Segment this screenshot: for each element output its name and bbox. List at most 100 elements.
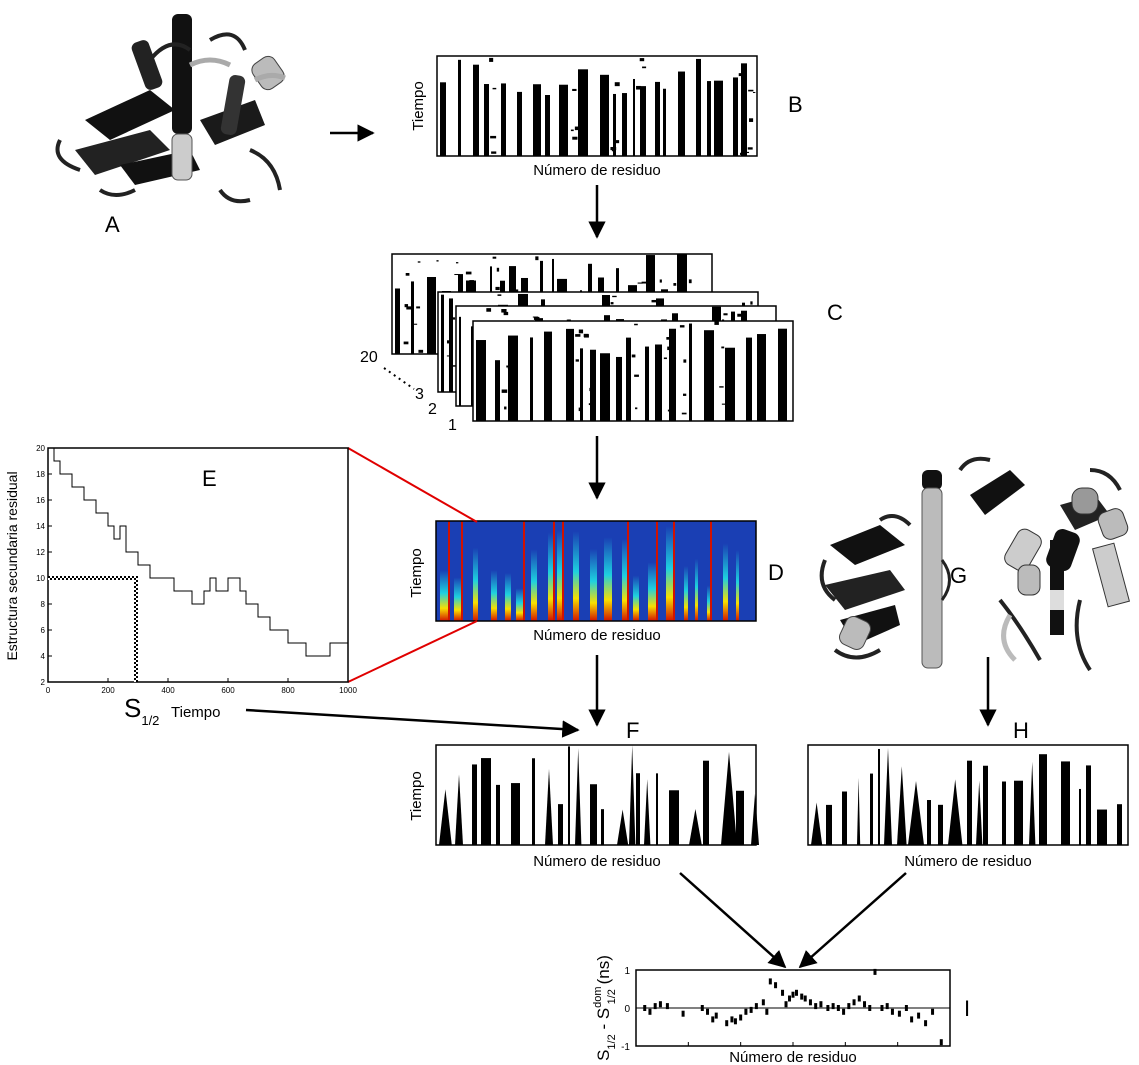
axis-label-time-f: Tiempo <box>408 771 425 820</box>
chart-i-point <box>791 991 795 998</box>
chart-i-point <box>852 999 856 1006</box>
heatmap-peak <box>523 521 525 621</box>
map-band <box>1086 765 1091 845</box>
map-band <box>645 346 649 421</box>
map-band <box>532 758 535 845</box>
map-band <box>1117 804 1122 845</box>
map-speck <box>637 282 643 284</box>
map-band <box>600 353 610 421</box>
heatmap-d <box>435 520 757 622</box>
map-speck <box>575 359 579 362</box>
map-speck <box>634 374 639 377</box>
map-band <box>545 95 550 156</box>
chart-i-point <box>842 1008 846 1015</box>
axis-label-residue-h: Número de residuo <box>904 853 1032 870</box>
map-band <box>1061 761 1070 845</box>
map-band <box>655 344 662 421</box>
stack-label-20: 20 <box>360 349 378 366</box>
map-band <box>811 802 823 845</box>
chart-e-ytick-label: 4 <box>41 652 46 661</box>
heatmap-column <box>633 575 639 621</box>
chart-i-point <box>754 1003 758 1010</box>
map-band <box>1079 788 1081 845</box>
map-speck <box>418 349 424 353</box>
map-speck <box>535 256 539 261</box>
stack-label-3: 3 <box>415 386 424 403</box>
panel-label-a: A <box>105 212 120 237</box>
map-band <box>626 337 631 421</box>
map-band <box>616 356 622 421</box>
map-speck <box>721 346 725 349</box>
map-band <box>533 84 541 156</box>
map-band <box>857 777 861 845</box>
residue-time-map-b <box>436 55 758 157</box>
residue-time-map-h <box>807 744 1129 846</box>
map-band <box>617 809 629 845</box>
chart-i-point <box>890 1008 894 1015</box>
map-speck <box>578 329 584 334</box>
protein-structure-a <box>55 14 286 204</box>
axis-label-residue-f: Número de residuo <box>533 853 661 870</box>
chart-e-ytick-label: 6 <box>41 626 46 635</box>
s-half-label: S1/2 <box>124 693 159 728</box>
map-band <box>897 766 907 845</box>
chart-e-ytick-label: 10 <box>36 574 45 583</box>
map-speck <box>719 386 724 388</box>
map-band <box>736 790 744 845</box>
stack-label-2: 2 <box>428 401 437 418</box>
chart-e-xtick-label: 200 <box>101 686 115 695</box>
chart-e-frame <box>47 447 349 683</box>
map-band <box>613 93 616 156</box>
map-speck <box>504 406 507 410</box>
chart-i-point <box>653 1003 657 1010</box>
map-speck <box>403 341 409 345</box>
chart-i-point <box>794 989 798 996</box>
axis-label-time-b: Tiempo <box>410 81 427 130</box>
heatmap-column <box>590 548 597 621</box>
map-speck <box>575 334 581 337</box>
map-speck <box>404 304 409 308</box>
chart-i-point <box>904 1005 908 1011</box>
map-band <box>721 751 737 845</box>
map-band <box>395 288 400 354</box>
map-band <box>530 337 533 421</box>
heatmap-column <box>707 585 710 621</box>
map-band <box>908 781 924 845</box>
map-band <box>545 769 553 845</box>
map-speck <box>583 334 589 338</box>
chart-i-point <box>643 1005 647 1011</box>
chart-e-xtick-label: 1000 <box>339 686 357 695</box>
map-band <box>669 790 679 845</box>
heatmap-column <box>666 525 673 621</box>
chart-i-point <box>714 1012 718 1019</box>
map-band <box>411 281 414 354</box>
map-band <box>644 779 651 845</box>
map-band <box>1039 754 1047 845</box>
map-speck <box>574 126 580 131</box>
map-band <box>511 783 520 845</box>
chart-i-point <box>739 1014 743 1021</box>
map-speck <box>465 271 472 275</box>
map-speck <box>486 308 492 312</box>
map-speck <box>503 311 509 316</box>
map-speck <box>610 302 614 305</box>
chart-e-ytick-label: 12 <box>36 548 45 557</box>
chart-i-point <box>897 1010 901 1017</box>
map-band <box>558 804 563 845</box>
protein-structures-g <box>819 456 1131 672</box>
map-band <box>878 748 880 845</box>
chart-e-ytick-label: 8 <box>41 600 46 609</box>
map-speck <box>714 321 719 325</box>
chart-i: -101 <box>621 966 951 1053</box>
chart-e-xtick-label: 0 <box>46 686 51 695</box>
panel-label-i: I <box>964 996 970 1021</box>
map-speck <box>659 279 662 283</box>
map-speck <box>723 313 728 316</box>
heatmap-column <box>516 588 523 621</box>
map-speck <box>497 294 502 296</box>
map-band <box>669 328 676 421</box>
heatmap-column <box>491 570 497 621</box>
map-speck <box>666 337 670 340</box>
chart-i-ytick-label: -1 <box>621 1042 630 1053</box>
